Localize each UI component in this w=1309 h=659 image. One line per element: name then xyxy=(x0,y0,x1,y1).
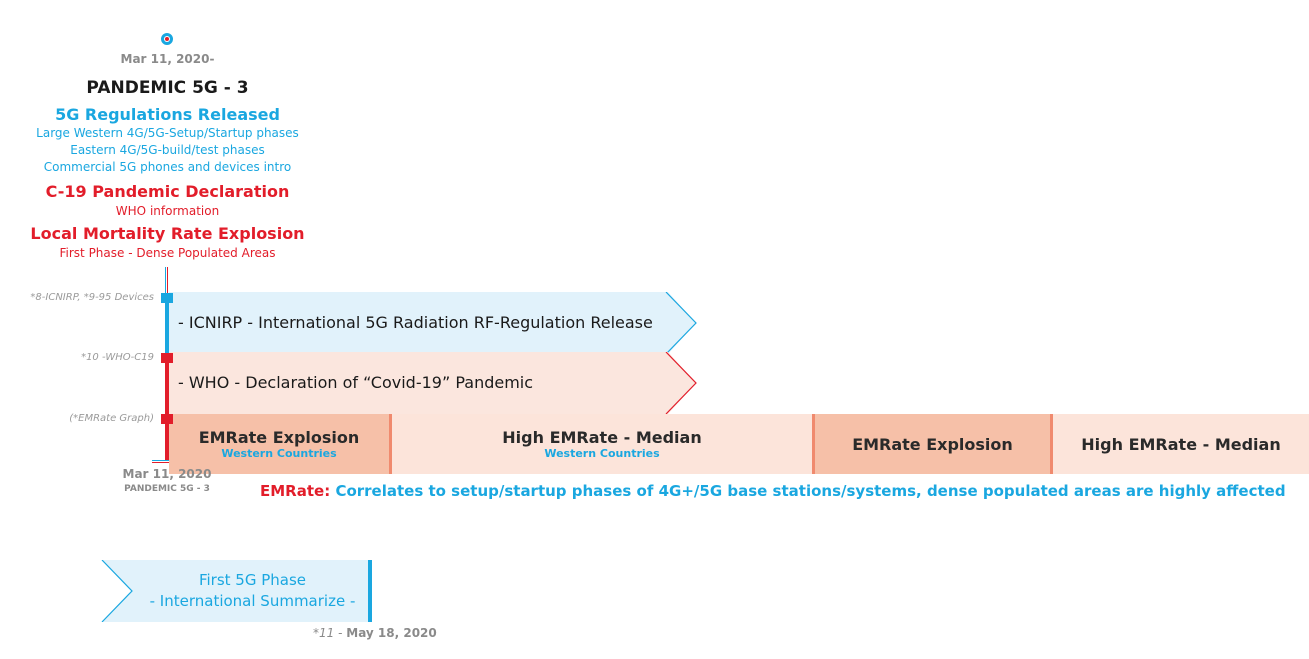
footer-date: Mar 11, 2020 xyxy=(122,467,212,481)
mortality-heading: Local Mortality Rate Explosion xyxy=(30,224,305,243)
icnirp-band xyxy=(169,292,697,354)
header-title: PANDEMIC 5G - 3 xyxy=(86,78,249,98)
who-band-label: - WHO - Declaration of “Covid-19” Pandem… xyxy=(178,373,534,392)
emrate-divider-3 xyxy=(1050,414,1053,474)
target-icon xyxy=(161,33,173,45)
first-phase-ref: *11 xyxy=(313,626,335,640)
regulations-line-3: Commercial 5G phones and devices intro xyxy=(43,160,292,174)
first-phase-line-2: - International Summarize - xyxy=(149,592,356,610)
emrate-cell-3-title: EMRate Explosion xyxy=(852,435,1013,454)
side-label-icnirp: *8-ICNIRP, *9-95 Devices xyxy=(30,292,154,303)
emrate-cell-1-title: EMRate Explosion xyxy=(198,428,360,447)
side-label-emrate: (*EMRate Graph) xyxy=(69,413,154,424)
timeline-axis-blue xyxy=(165,298,169,356)
emrate-divider-1 xyxy=(389,414,392,474)
first-phase-ref-sep: - xyxy=(334,626,347,640)
emrate-cell-2: High EMRate - Median Western Countries xyxy=(392,414,812,474)
emrate-cell-2-title: High EMRate - Median xyxy=(502,428,702,447)
emrate-cell-2-sub: Western Countries xyxy=(544,447,660,460)
emrate-note-text: Correlates to setup/startup phases of 4G… xyxy=(335,482,1286,500)
who-marker xyxy=(161,353,173,363)
emrate-cell-1: EMRate Explosion Western Countries xyxy=(169,414,389,474)
icnirp-band-label: - ICNIRP - International 5G Radiation RF… xyxy=(178,313,653,332)
first-phase-line-1: First 5G Phase xyxy=(198,571,307,589)
side-label-who: *10 -WHO-C19 xyxy=(81,352,154,363)
footer-title: PANDEMIC 5G - 3 xyxy=(124,484,210,494)
header-date: Mar 11, 2020- xyxy=(120,52,215,66)
emrate-note: EMRate: Correlates to setup/startup phas… xyxy=(260,482,1286,500)
first-phase-date: *11 - May 18, 2020 xyxy=(313,626,437,640)
emrate-cell-3: EMRate Explosion xyxy=(815,414,1050,474)
declaration-line: WHO information xyxy=(115,204,220,218)
emrate-divider-2 xyxy=(812,414,815,474)
emrate-cell-4-title: High EMRate - Median xyxy=(1081,435,1281,454)
first-phase-date-value: May 18, 2020 xyxy=(346,626,437,640)
regulations-line-1: Large Western 4G/5G-Setup/Startup phases xyxy=(36,126,299,140)
first-phase-chevron xyxy=(101,560,372,622)
emrate-cell-1-sub: Western Countries xyxy=(221,447,337,460)
regulations-heading: 5G Regulations Released xyxy=(55,105,280,124)
timeline-axis-red xyxy=(165,356,169,460)
timeline-axis-top xyxy=(165,267,168,295)
who-band xyxy=(169,352,697,414)
icnirp-marker xyxy=(161,293,173,303)
regulations-line-2: Eastern 4G/5G-build/test phases xyxy=(70,143,265,157)
declaration-heading: C-19 Pandemic Declaration xyxy=(45,182,290,201)
mortality-line: First Phase - Dense Populated Areas xyxy=(59,246,276,260)
timeline-axis-base xyxy=(152,460,182,463)
emrate-marker xyxy=(161,414,173,424)
emrate-cell-4: High EMRate - Median xyxy=(1053,414,1309,474)
emrate-note-key: EMRate: xyxy=(260,482,331,500)
